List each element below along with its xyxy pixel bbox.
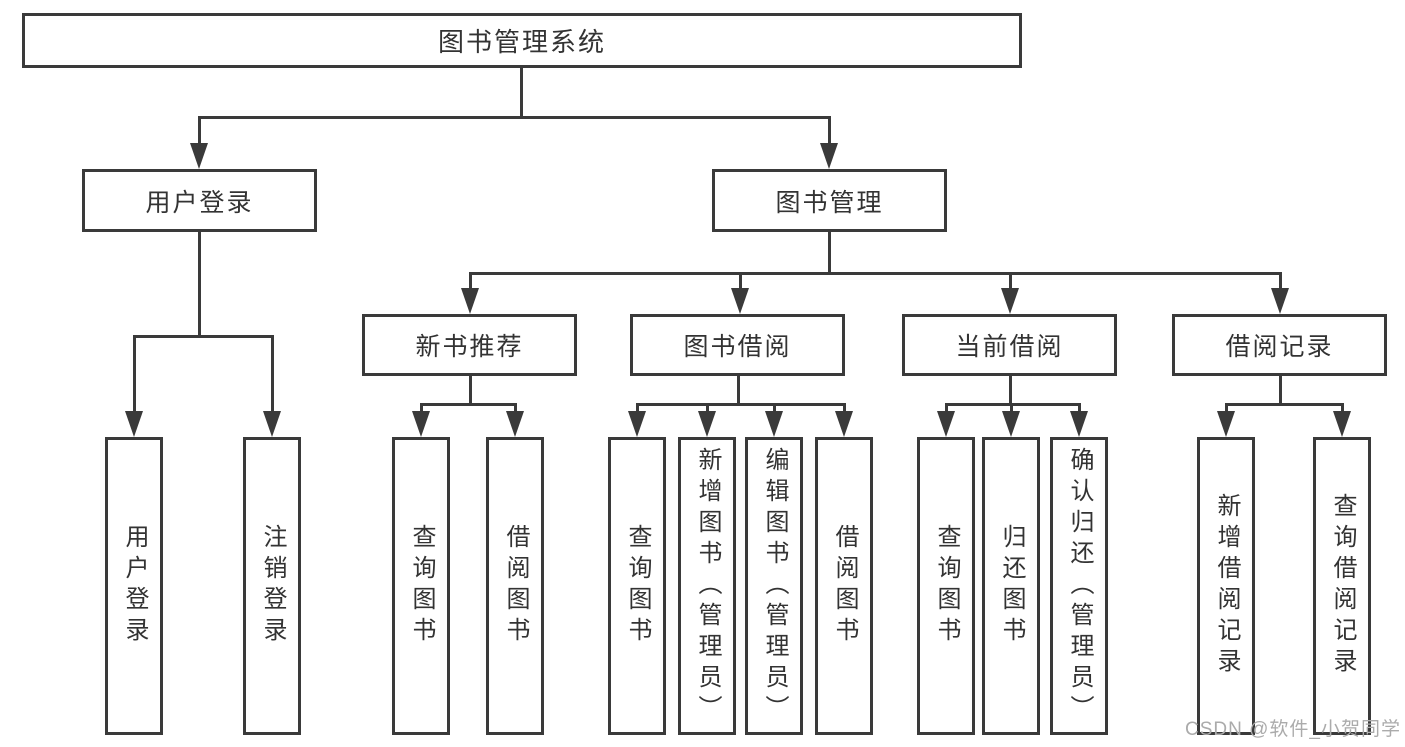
- connector-line: [828, 232, 831, 275]
- leaf-label: 借阅图书: [831, 524, 858, 648]
- connector-line: [945, 403, 948, 415]
- connector-line: [1341, 403, 1344, 415]
- leaf-borrowing-query-books: 查询图书: [608, 437, 666, 735]
- connector-arrow: [1001, 288, 1019, 314]
- leaf-records-add-record: 新增借阅记录: [1197, 437, 1255, 735]
- leaf-borrowing-borrow-books: 借阅图书: [815, 437, 873, 735]
- connector-line: [1225, 403, 1228, 415]
- node-new-book-recommend: 新书推荐: [362, 314, 577, 376]
- connector-line: [828, 117, 831, 147]
- connector-line: [1279, 376, 1282, 406]
- connector-line: [636, 403, 846, 406]
- leaf-label: 借阅图书: [502, 524, 529, 648]
- connector-arrow: [835, 411, 853, 437]
- node-book-borrowing: 图书借阅: [630, 314, 845, 376]
- connector-line: [1009, 376, 1012, 406]
- connector-arrow: [698, 411, 716, 437]
- connector-arrow: [125, 411, 143, 437]
- leaf-label: 查询图书: [624, 524, 651, 648]
- connector-arrow: [1070, 411, 1088, 437]
- connector-arrow: [461, 288, 479, 314]
- connector-line: [133, 335, 274, 338]
- connector-line: [520, 68, 523, 117]
- connector-arrow: [263, 411, 281, 437]
- node-user-login: 用户登录: [82, 169, 317, 232]
- leaf-logout: 注销登录: [243, 437, 301, 735]
- connector-arrow: [765, 411, 783, 437]
- leaf-newbooks-borrow-books: 借阅图书: [486, 437, 544, 735]
- connector-arrow: [190, 143, 208, 169]
- connector-line: [773, 403, 776, 415]
- connector-line: [636, 403, 639, 415]
- connector-line: [1009, 273, 1012, 291]
- leaf-label: 用户登录: [121, 524, 148, 648]
- connector-line: [271, 336, 274, 414]
- connector-line: [1279, 273, 1282, 291]
- connector-arrow: [1002, 411, 1020, 437]
- connector-line: [1225, 403, 1344, 406]
- leaf-current-return-books: 归还图书: [982, 437, 1040, 735]
- leaf-borrowing-add-books-admin: 新增图书（管理员）: [678, 437, 736, 735]
- leaf-label: 注销登录: [259, 524, 286, 648]
- csdn-watermark: CSDN @软件_小贺同学: [1185, 719, 1401, 740]
- leaf-current-query-books: 查询图书: [917, 437, 975, 735]
- leaf-newbooks-query-books: 查询图书: [392, 437, 450, 735]
- connector-line: [469, 273, 472, 291]
- connector-arrow: [412, 411, 430, 437]
- node-current-borrowing: 当前借阅: [902, 314, 1117, 376]
- node-root: 图书管理系统: [22, 13, 1022, 68]
- node-borrow-records: 借阅记录: [1172, 314, 1387, 376]
- connector-line: [739, 273, 742, 291]
- connector-line: [1010, 403, 1013, 415]
- connector-arrow: [506, 411, 524, 437]
- connector-line: [198, 232, 201, 338]
- leaf-label: 查询图书: [408, 524, 435, 648]
- leaf-current-confirm-return-admin: 确认归还（管理员）: [1050, 437, 1108, 735]
- node-book-management: 图书管理: [712, 169, 947, 232]
- connector-line: [420, 403, 517, 406]
- leaf-label: 新增借阅记录: [1213, 493, 1240, 679]
- leaf-user-login: 用户登录: [105, 437, 163, 735]
- connector-line: [843, 403, 846, 415]
- connector-line: [133, 336, 136, 414]
- connector-arrow: [1217, 411, 1235, 437]
- leaf-label: 查询图书: [933, 524, 960, 648]
- connector-line: [514, 403, 517, 415]
- connector-arrow: [937, 411, 955, 437]
- connector-line: [469, 376, 472, 406]
- connector-arrow: [1333, 411, 1351, 437]
- leaf-label: 查询借阅记录: [1329, 493, 1356, 679]
- connector-arrow: [628, 411, 646, 437]
- connector-line: [1078, 403, 1081, 415]
- connector-line: [737, 376, 740, 406]
- leaf-records-query-record: 查询借阅记录: [1313, 437, 1371, 735]
- connector-line: [198, 116, 831, 119]
- leaf-borrowing-edit-books-admin: 编辑图书（管理员）: [745, 437, 803, 735]
- connector-line: [945, 403, 1081, 406]
- connector-line: [706, 403, 709, 415]
- connector-arrow: [1271, 288, 1289, 314]
- connector-line: [420, 403, 423, 415]
- connector-line: [469, 272, 1282, 275]
- leaf-label: 归还图书: [998, 524, 1025, 648]
- leaf-label: 确认归还（管理员）: [1066, 446, 1093, 726]
- connector-line: [198, 117, 201, 147]
- leaf-label: 编辑图书（管理员）: [761, 446, 788, 726]
- connector-arrow: [731, 288, 749, 314]
- connector-arrow: [820, 143, 838, 169]
- leaf-label: 新增图书（管理员）: [694, 446, 721, 726]
